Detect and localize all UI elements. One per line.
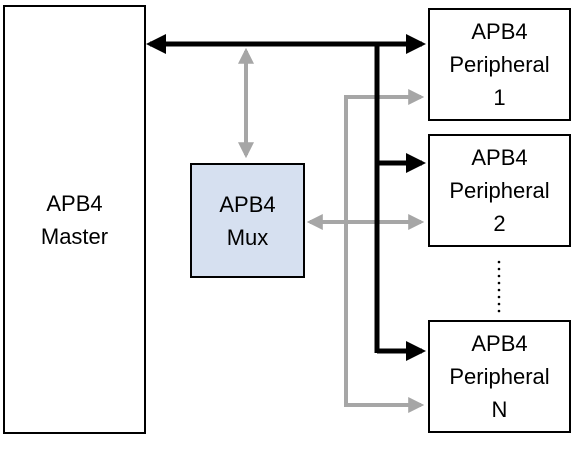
apb4-peripheral-n-block: APB4 Peripheral N [428,320,571,433]
peripheral-n-label-line1: APB4 [471,331,528,356]
apb4-peripheral-1-block: APB4 Peripheral 1 [428,8,571,121]
peripheral-1-label-line1: APB4 [471,19,528,44]
apb4-mux-block: APB4 Mux [190,163,305,278]
main-bus-lines [146,34,426,361]
peripheral-n-label-line3: N [491,397,508,422]
peripheral-2-label-line1: APB4 [471,145,528,170]
apb4-peripheral-2-block: APB4 Peripheral 2 [428,134,571,247]
select-trunk-line [344,89,425,413]
master-label-line1: APB4 [46,190,103,216]
peripheral-1-label-line2: Peripheral [449,52,550,77]
apb4-master-block: APB4 Master [3,5,146,434]
mux-label-line2: Mux [226,224,269,250]
mux-label-line1: APB4 [219,191,276,217]
master-label-line2: Master [40,223,109,249]
select-bus-lines [238,47,425,413]
peripheral-2-label-line2: Peripheral [449,178,550,203]
peripheral-2-label-line3: 2 [493,211,506,236]
ellipsis-dots [497,260,501,313]
peripheral-n-label-line2: Peripheral [449,364,550,389]
peripheral-1-label-line3: 1 [493,85,506,110]
